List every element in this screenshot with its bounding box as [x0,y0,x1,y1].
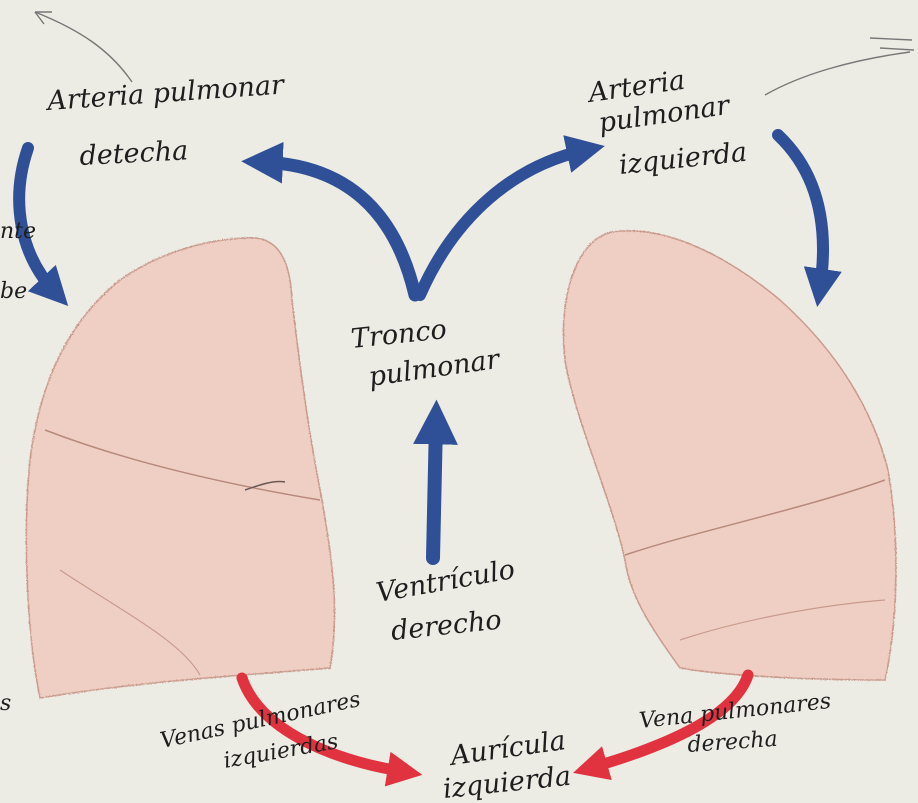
label-edge-left-low: s [0,691,11,716]
right-lung-shape [563,231,896,680]
label-edge-left-mid: be [0,279,27,304]
pencil-arrow-top-right-head [870,38,914,50]
label-edge-left-top: nte [0,219,36,244]
label-ventriculo-2: derecho [389,605,503,647]
arrow-artery-into-left-lung [778,135,823,288]
label-venas-derecha-2: derecha [687,727,779,758]
label-tronco-1: Tronco [349,314,448,355]
label-ventriculo-1: Ventrículo [374,554,517,609]
arrow-trunk-to-left-artery [420,150,586,295]
arrow-ventricle-to-trunk [433,422,436,558]
pencil-arrow-top-right [765,52,910,95]
left-lung-shape [26,238,334,698]
pencil-arrow-top-left [35,12,132,82]
right-lung [563,231,896,680]
label-arteria-izquierda-3: izquierda [617,137,748,181]
label-arteria-derecha-2: detecha [79,135,189,172]
label-arteria-derecha-1: Arteria pulmonar [43,69,287,117]
left-lung [26,238,334,698]
